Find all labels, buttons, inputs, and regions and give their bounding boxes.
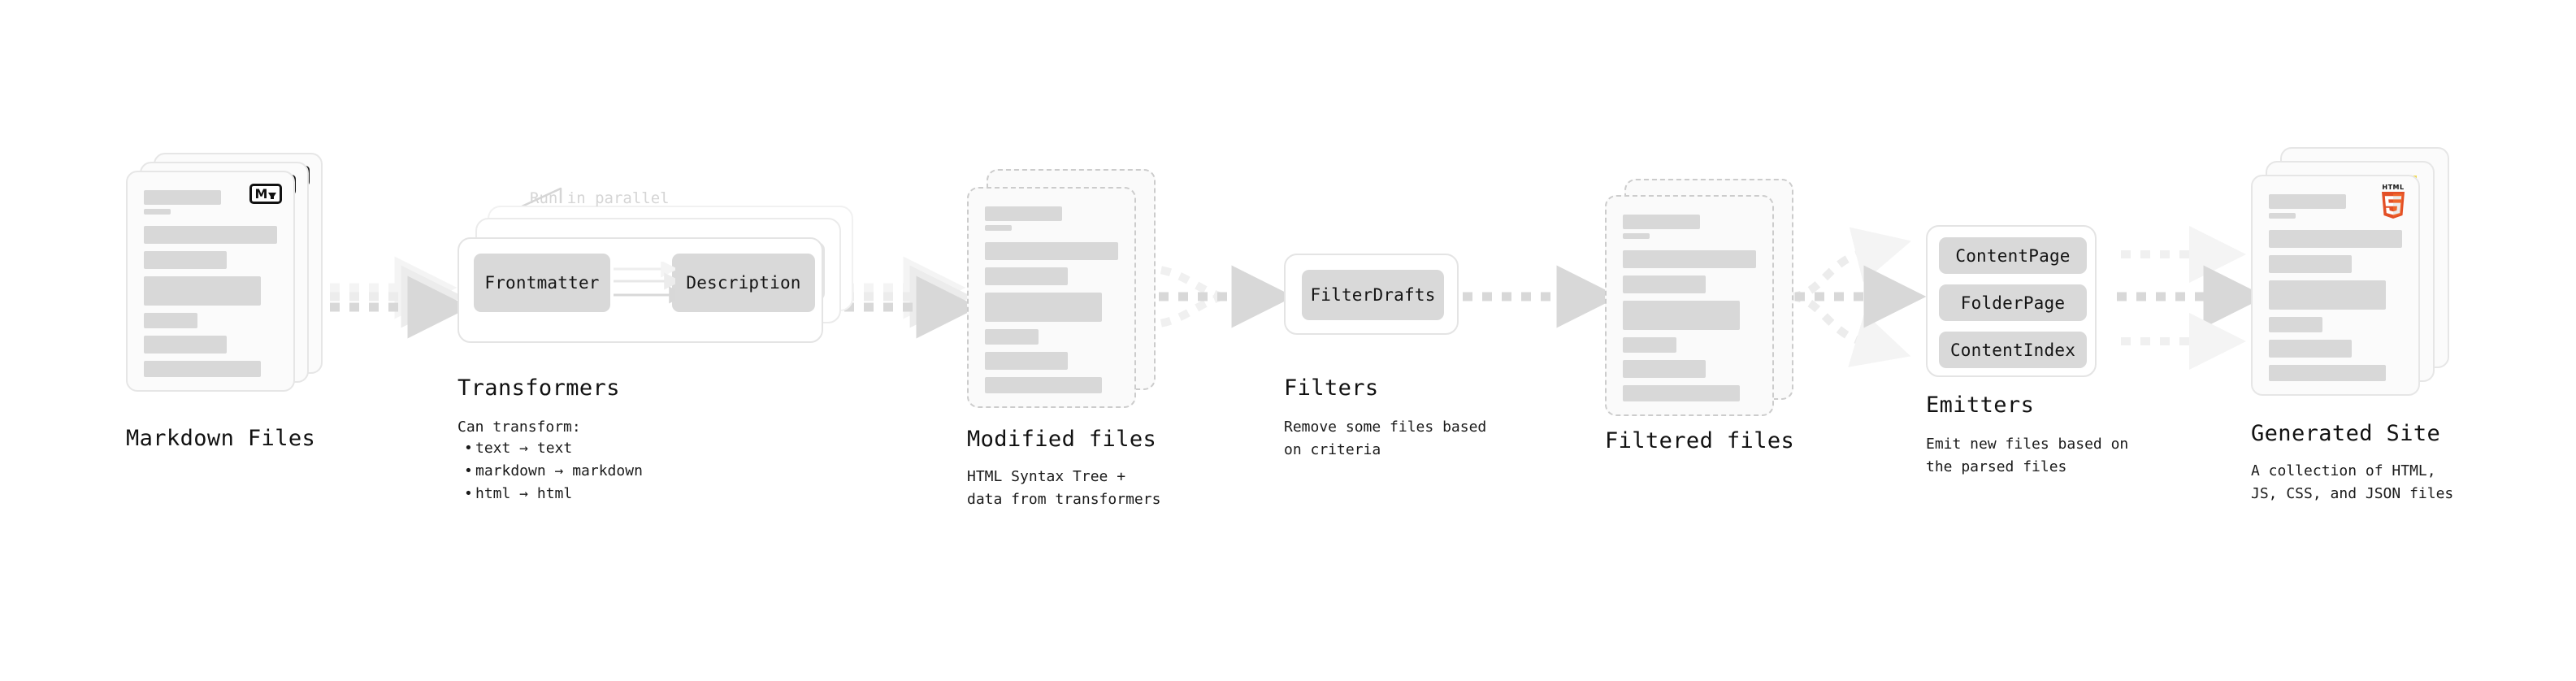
skeleton-bar — [144, 276, 262, 306]
generated-site-description: A collection of HTML, JS, CSS, and JSON … — [2251, 462, 2454, 502]
skeleton-bar — [144, 336, 227, 354]
transformer-pill-description[interactable]: Description — [672, 254, 815, 312]
skeleton-bar — [2269, 194, 2347, 209]
skeleton-bar — [2269, 340, 2352, 358]
skeleton-bar — [2269, 213, 2296, 219]
skeleton-bar — [2269, 280, 2387, 310]
skeleton-bar — [144, 313, 197, 328]
stage-title-filters: Filters — [1284, 375, 1379, 401]
transformer-box-front[interactable]: Frontmatter Description — [458, 237, 823, 343]
skeleton-bar — [985, 225, 1012, 231]
list-item: text → text — [462, 437, 643, 460]
skeleton-content — [985, 206, 1118, 393]
markdown-badge-arrow-icon — [268, 192, 277, 199]
stage-title-filtered-files: Filtered files — [1605, 428, 1795, 453]
markdown-badge: M — [249, 184, 282, 204]
skeleton-bar — [985, 267, 1068, 285]
filtered-doc-front[interactable] — [1605, 195, 1774, 416]
list-item: markdown → markdown — [462, 460, 643, 483]
skeleton-bar — [1623, 385, 1741, 401]
skeleton-bar — [2269, 255, 2352, 273]
skeleton-bar — [1623, 360, 1706, 378]
markdown-badge-letter: M — [254, 185, 268, 202]
stage-title-transformers: Transformers — [458, 375, 620, 401]
skeleton-bar — [2269, 317, 2322, 332]
skeleton-bar — [985, 206, 1063, 221]
emitter-pill-contentindex[interactable]: ContentIndex — [1939, 332, 2087, 368]
transformers-description-heading: Can transform: — [458, 419, 581, 436]
skeleton-bar — [985, 329, 1039, 345]
skeleton-bar — [1623, 275, 1706, 293]
skeleton-bar — [985, 352, 1068, 370]
html5-badge: HTML — [2378, 184, 2409, 220]
skeleton-bar — [2269, 230, 2402, 248]
skeleton-bar — [144, 190, 222, 205]
stage-title-markdown-files: Markdown Files — [126, 426, 316, 451]
skeleton-bar — [144, 226, 277, 244]
stage-title-modified-files: Modified files — [967, 427, 1157, 452]
transformer-inner-arrows — [614, 262, 675, 304]
markdown-doc-front[interactable]: M — [126, 171, 295, 392]
site-doc-front[interactable]: HTML — [2251, 175, 2420, 396]
filters-box[interactable]: FilterDrafts — [1284, 254, 1459, 335]
skeleton-bar — [1623, 215, 1701, 229]
emitters-description: Emit new files based on the parsed files — [1926, 436, 2129, 475]
html5-shield-icon — [2382, 192, 2405, 219]
list-item: html → html — [462, 483, 643, 505]
emitter-pill-contentpage[interactable]: ContentPage — [1939, 237, 2087, 274]
skeleton-bar — [144, 361, 262, 377]
stage-title-generated-site: Generated Site — [2251, 421, 2441, 446]
filter-pill-filterdrafts[interactable]: FilterDrafts — [1302, 270, 1444, 320]
skeleton-bar — [985, 293, 1103, 322]
skeleton-bar — [2269, 365, 2387, 381]
skeleton-bar — [1623, 233, 1650, 239]
transformers-bullet-list: text → text markdown → markdown html → h… — [462, 437, 643, 505]
skeleton-content — [144, 190, 277, 377]
skeleton-bar — [1623, 301, 1741, 330]
emitters-box[interactable]: ContentPage FolderPage ContentIndex — [1926, 225, 2097, 377]
connector-emitters-to-site — [2117, 226, 2266, 370]
html5-badge-label: HTML — [2382, 184, 2405, 191]
skeleton-bar — [1623, 250, 1756, 268]
skeleton-content — [2269, 194, 2402, 381]
filters-description: Remove some files based on criteria — [1284, 419, 1487, 458]
emitter-pill-folderpage[interactable]: FolderPage — [1939, 284, 2087, 321]
skeleton-bar — [985, 377, 1103, 393]
skeleton-bar — [144, 251, 227, 269]
transformer-pill-frontmatter[interactable]: Frontmatter — [474, 254, 610, 312]
skeleton-bar — [985, 242, 1118, 260]
connector-markdown-to-transformers — [310, 256, 471, 339]
skeleton-bar — [144, 209, 171, 215]
run-in-parallel-label: Run in parallel — [530, 189, 670, 207]
skeleton-content — [1623, 215, 1756, 401]
skeleton-bar — [1623, 337, 1676, 353]
modified-doc-front[interactable] — [967, 187, 1136, 408]
stage-title-emitters: Emitters — [1926, 393, 2035, 418]
modified-files-description: HTML Syntax Tree + data from transformer… — [967, 468, 1161, 508]
